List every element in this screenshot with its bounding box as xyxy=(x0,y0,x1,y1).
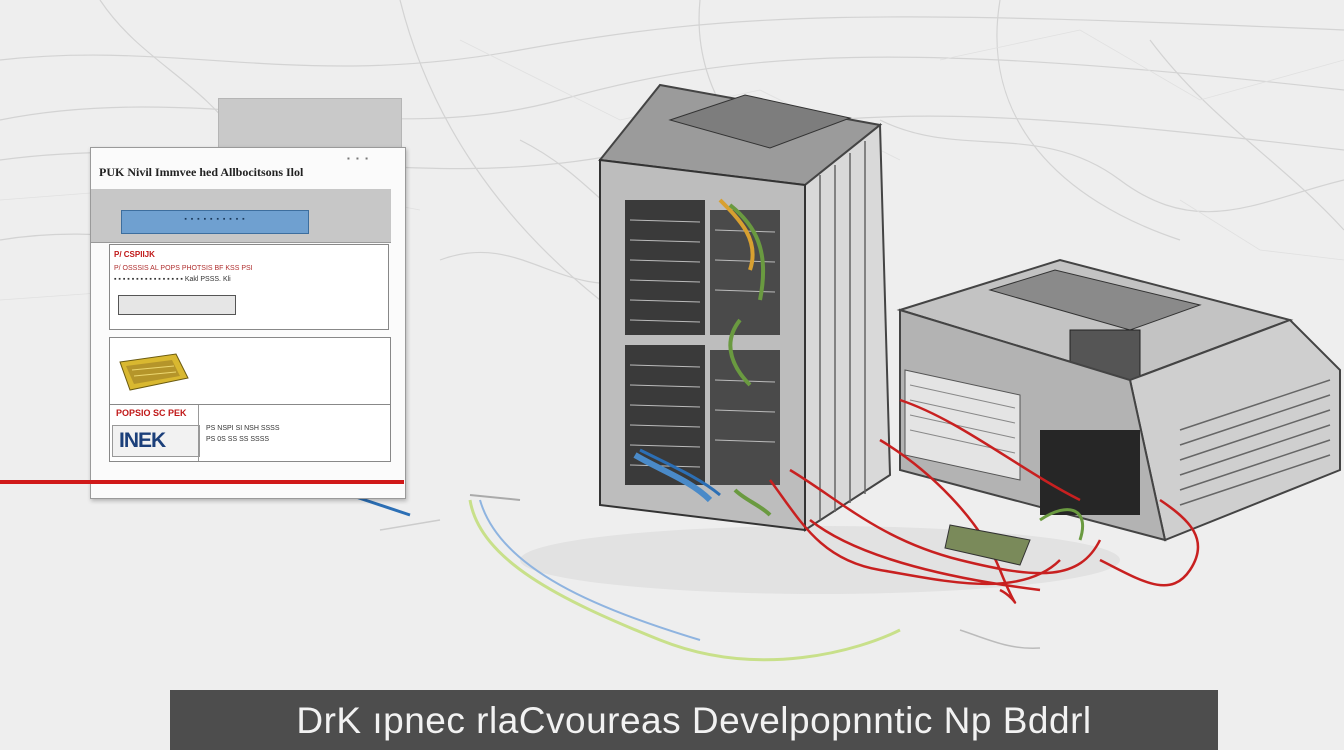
document-red-label: POPSIO SC PEK xyxy=(116,408,187,418)
document-section-form: P/ CSPIIJK P/ OSSSIS AL POPS PHOTSIS BF … xyxy=(109,244,389,330)
loose-cables xyxy=(349,493,1041,662)
document-title: PUK Nivil Immvee hed Allbocitsons Ilol xyxy=(99,165,304,179)
document-text-line: ▪ ▪ ▪ ▪ ▪ ▪ ▪ ▪ ▪ ▪ ▪ ▪ ▪ ▪ ▪ ▪ Kakl PSS… xyxy=(114,276,231,283)
document-input-field xyxy=(118,295,236,315)
document-back-tab xyxy=(218,98,402,154)
document-section-heading: P/ CSPIIJK xyxy=(114,250,155,259)
company-logo-text: INEK xyxy=(119,429,166,452)
red-accent-line xyxy=(0,480,404,484)
document-section-image xyxy=(109,337,391,407)
document-text-line: PS NSPI SI NSH SSSS xyxy=(206,425,280,432)
document-divider xyxy=(198,405,199,461)
cable-connectors xyxy=(944,508,1085,566)
document-window-controls: ▪ ▪ ▪ xyxy=(347,154,370,163)
document-panel: PUK Nivil Immvee hed Allbocitsons Ilol ▪… xyxy=(90,147,406,499)
document-text-line: P/ OSSSIS AL POPS PHOTSIS BF KSS PSI xyxy=(114,265,253,272)
server-tower xyxy=(598,83,892,532)
document-section-logo: POPSIO SC PEK INEK PS NSPI SI NSH SSSS P… xyxy=(109,404,391,462)
document-blue-bar: ▪ ▪ ▪ ▪ ▪ ▪ ▪ ▪ ▪ ▪ xyxy=(121,210,309,234)
caption-banner: DrK ıpnec rlaCvoureas Develpopnntic Np B… xyxy=(170,690,1218,750)
company-logo: INEK xyxy=(112,425,200,457)
rack-server-unit xyxy=(896,258,1341,542)
caption-text: DrK ıpnec rlaCvoureas Develpopnntic Np B… xyxy=(296,700,1092,741)
document-blue-bar-text: ▪ ▪ ▪ ▪ ▪ ▪ ▪ ▪ ▪ ▪ xyxy=(184,216,246,223)
floor-shadow xyxy=(520,526,1120,594)
document-text-line: PS 0S SS SS SSSS xyxy=(206,436,270,443)
gold-component-image xyxy=(119,353,189,391)
